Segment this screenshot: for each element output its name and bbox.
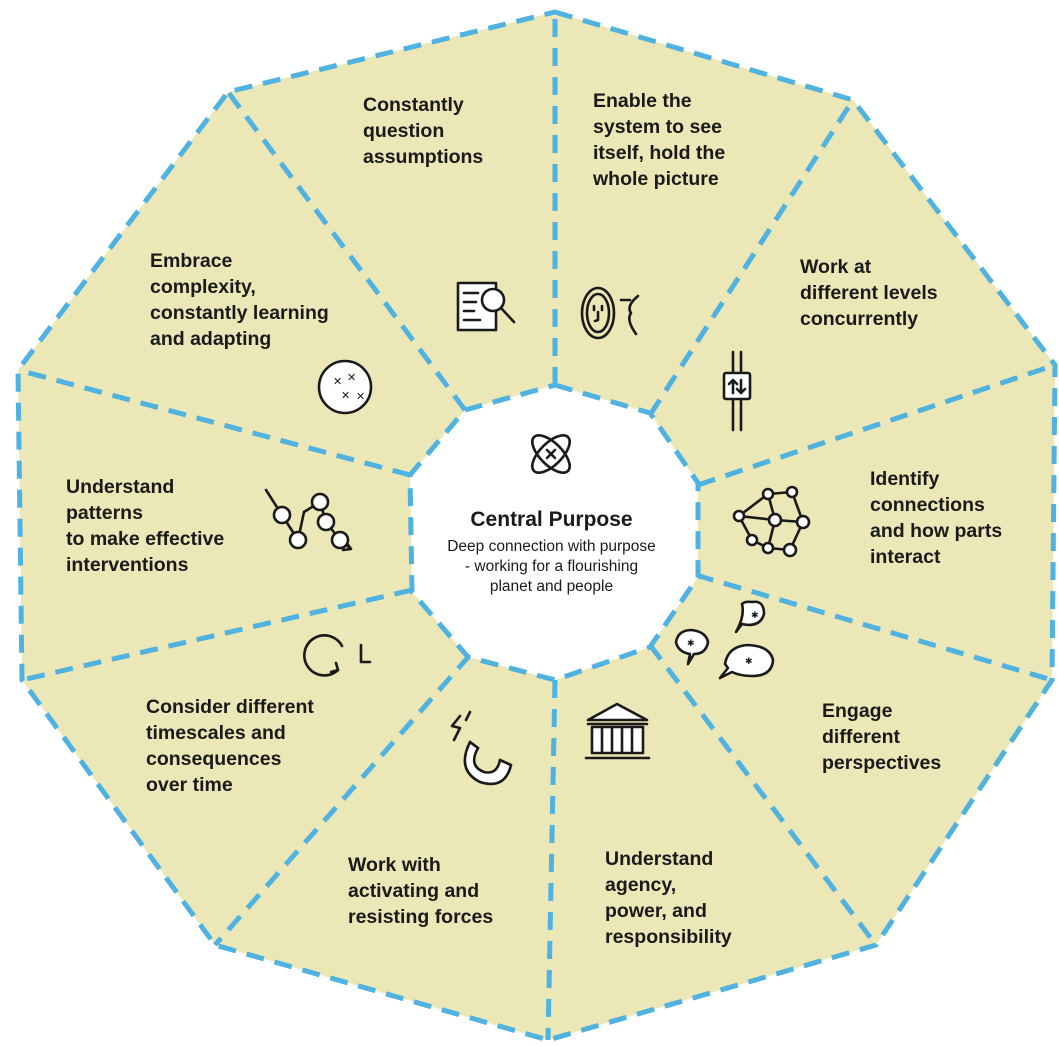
segment-label-line: Identify	[870, 468, 940, 490]
atom-icon	[531, 434, 571, 474]
segment-label-line: Work with	[348, 854, 441, 876]
segment-label-line: Understand	[66, 476, 175, 498]
mirror-face-icon	[580, 286, 640, 340]
segment-label-line: power, and	[605, 900, 707, 922]
center-description-line: - working for a flourishing	[464, 558, 639, 575]
divider	[545, 679, 558, 1041]
segment-label-line: to make effective	[66, 528, 225, 550]
center-description-line: Deep connection with purpose	[447, 538, 656, 555]
segment-label-line: responsibility	[605, 926, 732, 948]
segment-label-line: timescales and	[146, 722, 286, 744]
segment-label-line: Consider different	[146, 696, 314, 718]
segment-label-different-levels: Work at different levels concurrently	[800, 254, 938, 332]
segment-label-line: Work at	[800, 256, 872, 278]
segment-label-line: concurrently	[800, 308, 919, 330]
segment-label-line: agency,	[605, 874, 677, 896]
divider	[697, 362, 1056, 488]
segment-label-line: over time	[146, 774, 233, 796]
segment-label-line: different	[822, 726, 900, 748]
divider	[648, 643, 878, 947]
segment-label-line: complexity,	[150, 276, 256, 298]
segment-label-line: interact	[870, 546, 941, 568]
segment-label-line: Enable the	[593, 90, 692, 112]
elevator-icon	[722, 350, 752, 432]
institution-icon	[584, 702, 651, 760]
divider	[21, 587, 413, 683]
center-description: Deep connection with purpose - working f…	[410, 537, 693, 597]
segment-label-line: whole picture	[593, 168, 719, 190]
segment-label-line: resisting forces	[348, 906, 494, 928]
segment-label-line: question	[363, 120, 445, 142]
segment-label-line: Embrace	[150, 250, 233, 272]
magnet-icon	[450, 710, 513, 786]
divider	[225, 90, 468, 412]
segment-label-identify-connections: Identify connections and how parts inter…	[870, 466, 1002, 570]
segment-label-complexity: Embrace complexity, constantly learning …	[150, 248, 329, 352]
segment-label-line: interventions	[66, 554, 189, 576]
segment-label-line: itself, hold the	[593, 142, 726, 164]
segment-dividers	[17, 12, 1056, 1041]
segment-label-line: system to see	[593, 116, 722, 138]
segment-label-line: patterns	[66, 502, 143, 524]
divider	[695, 572, 1053, 683]
segment-label-line: Engage	[822, 700, 893, 722]
segment-label-line: connections	[870, 494, 985, 516]
svg-text:✕: ✕	[333, 375, 342, 388]
segment-label-patterns: Understand patterns to make effective in…	[66, 474, 224, 578]
svg-text:✕: ✕	[341, 389, 350, 402]
face-circle-icon: ✕ ✕ ✕ ✕	[317, 359, 373, 415]
center-title: Central Purpose	[470, 508, 633, 531]
segment-label-line: Constantly	[363, 94, 464, 116]
svg-text:✱: ✱	[751, 611, 759, 621]
segment-label-engage-perspectives: Engage different perspectives	[822, 698, 941, 776]
segment-label-line: perspectives	[822, 752, 942, 774]
segment-label-question-assumptions: Constantly question assumptions	[363, 92, 483, 170]
segment-label-line: constantly learning	[150, 302, 329, 324]
segment-label-line: Understand	[605, 848, 714, 870]
speech-bubbles-icon: ✱ ✱ ✱	[674, 600, 775, 680]
segment-label-system-see-itself: Enable the system to see itself, hold th…	[593, 88, 725, 192]
segment-label-activating-forces: Work with activating and resisting force…	[348, 852, 493, 930]
divider	[213, 653, 472, 947]
segment-label-line: and how parts	[870, 520, 1003, 542]
network-icon	[732, 485, 811, 558]
segment-label-line: different levels	[800, 282, 938, 304]
svg-text:✱: ✱	[745, 657, 753, 667]
center-octagon	[407, 382, 701, 683]
svg-text:✱: ✱	[687, 639, 695, 649]
pattern-chain-icon	[264, 488, 353, 552]
segment-label-line: assumptions	[363, 146, 484, 168]
document-magnifier-icon	[456, 281, 516, 332]
segment-label-line: activating and	[348, 880, 480, 902]
svg-text:✕: ✕	[347, 371, 356, 384]
segment-label-timescales: Consider different timescales and conseq…	[146, 694, 314, 798]
segment-label-line: consequences	[146, 748, 282, 770]
segment-label-agency-power: Understand agency, power, and responsibi…	[605, 846, 732, 950]
segment-label-line: and adapting	[150, 328, 272, 350]
clock-icon	[303, 634, 372, 677]
svg-text:✕: ✕	[356, 390, 365, 403]
divider	[17, 367, 411, 478]
divider	[647, 98, 856, 417]
center-description-line: planet and people	[489, 578, 614, 595]
